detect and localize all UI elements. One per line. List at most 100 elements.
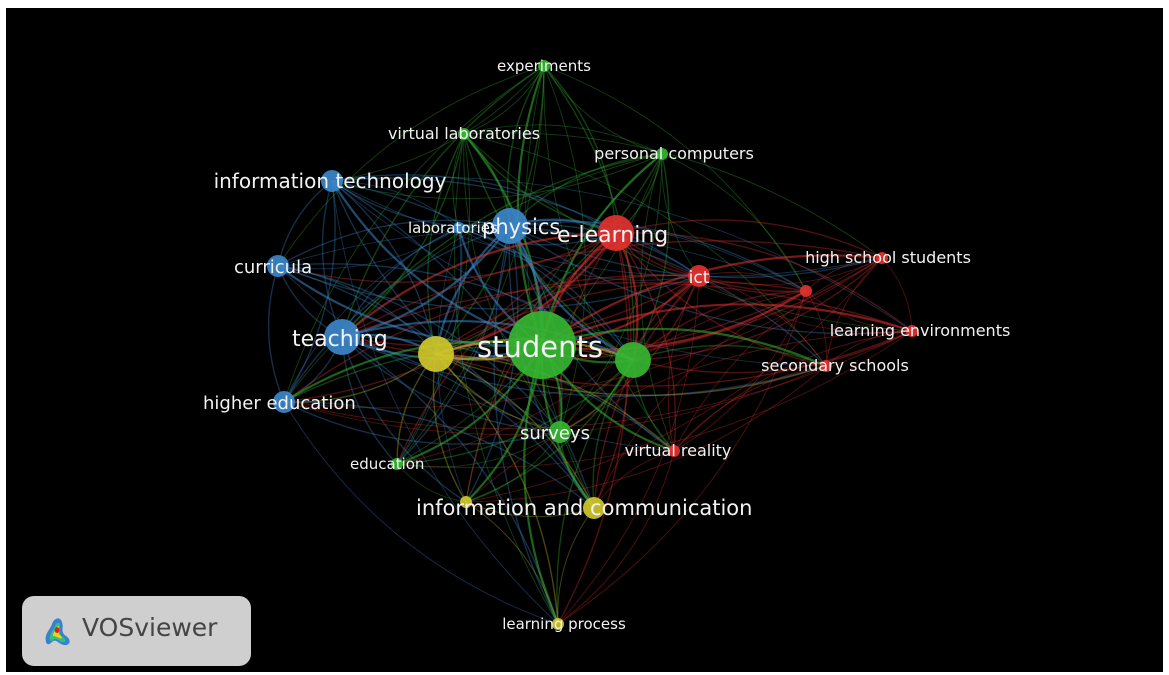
label-curricula: curricula — [234, 257, 312, 278]
node-red-unlabeled[interactable] — [800, 285, 812, 297]
network-edge — [465, 153, 663, 503]
network-edge — [331, 174, 617, 234]
network-edge — [341, 231, 617, 338]
network-edge — [557, 275, 700, 625]
network-edge — [541, 327, 827, 368]
network-edge — [557, 450, 675, 625]
network-edge — [331, 180, 511, 229]
network-edge — [396, 232, 617, 465]
node-yellow-left[interactable] — [460, 496, 472, 508]
network-edge — [267, 265, 285, 403]
node-education[interactable] — [391, 458, 403, 470]
network-edge — [277, 265, 543, 347]
network-edge — [673, 330, 913, 452]
node-laboratories[interactable] — [453, 222, 465, 234]
network-edge — [463, 133, 561, 433]
network-edge — [673, 257, 883, 452]
vosviewer-label: VOSviewer — [82, 613, 218, 642]
network-edge — [825, 330, 913, 367]
network-edge — [283, 340, 543, 403]
node-personal-computers[interactable] — [656, 148, 668, 160]
node-learning-environments[interactable] — [906, 325, 918, 337]
node-surveys[interactable] — [549, 421, 571, 443]
network-edge — [435, 153, 663, 355]
vosviewer-badge[interactable]: VOSviewer — [22, 596, 251, 666]
network-edge — [283, 65, 545, 403]
network-edge — [341, 281, 913, 338]
network-edge — [453, 133, 559, 625]
network-edge — [341, 336, 561, 433]
network-edge — [881, 257, 913, 332]
node-ict[interactable] — [688, 265, 710, 287]
network-edge — [283, 180, 336, 403]
network-edge — [805, 290, 827, 367]
network-edge — [341, 65, 545, 338]
node-experiments[interactable] — [538, 60, 550, 72]
node-information-and-communication[interactable] — [583, 497, 605, 519]
node-secondary-schools[interactable] — [820, 360, 832, 372]
network-edge — [557, 232, 629, 625]
node-higher-education[interactable] — [273, 391, 295, 413]
network-edge — [640, 153, 675, 452]
node-e-learning[interactable] — [598, 215, 634, 251]
node-curricula[interactable] — [267, 255, 289, 277]
node-information-technology[interactable] — [321, 170, 343, 192]
network-edges — [267, 65, 913, 625]
network-edge — [805, 290, 913, 332]
network-edge — [509, 153, 663, 227]
network-edge — [509, 221, 807, 292]
network-edge — [283, 401, 595, 509]
label-virtual-laboratories: virtual laboratories — [388, 124, 540, 143]
network-edge — [463, 124, 663, 155]
node-virtual-laboratories[interactable] — [458, 128, 470, 140]
network-edge — [593, 290, 807, 509]
network-edge — [493, 225, 559, 625]
network-edge — [331, 180, 437, 355]
network-edge — [632, 344, 827, 367]
network-edge — [396, 463, 467, 503]
network-edge — [283, 232, 617, 403]
network-edge — [435, 353, 827, 397]
network-edge — [331, 180, 559, 625]
label-higher-education: higher education — [203, 393, 356, 414]
network-edge — [283, 227, 460, 403]
node-yellow-unlabeled[interactable] — [418, 336, 454, 372]
network-edge — [396, 133, 471, 465]
network-edge — [673, 365, 827, 452]
network-edge — [524, 65, 595, 509]
label-information-and-communication: information and communication — [416, 496, 752, 520]
label-e-learning: e-learning — [557, 223, 668, 248]
node-students[interactable] — [508, 311, 576, 379]
network-edge — [435, 353, 595, 509]
network-edge — [283, 345, 634, 403]
network-edge — [283, 274, 700, 403]
network-edge — [543, 65, 807, 292]
node-high-school-students[interactable] — [876, 252, 888, 264]
network-edge — [341, 336, 595, 509]
network-edge — [283, 353, 437, 403]
network-edge — [673, 290, 807, 452]
network-edge — [557, 507, 595, 625]
node-teaching[interactable] — [324, 319, 360, 355]
network-edge — [277, 227, 460, 270]
network-edge — [341, 153, 663, 338]
network-edge — [541, 290, 807, 351]
node-green-unlabeled[interactable] — [615, 342, 651, 378]
network-edge — [277, 219, 511, 267]
network-edge — [396, 65, 545, 465]
network-edge — [277, 265, 675, 452]
network-edge — [277, 65, 545, 267]
network-edge — [615, 232, 827, 367]
node-learning-process[interactable] — [552, 618, 564, 630]
node-virtual-reality[interactable] — [668, 445, 680, 457]
node-physics[interactable] — [492, 208, 528, 244]
network-edge — [557, 290, 807, 625]
network-edge — [331, 180, 561, 433]
vosviewer-logo-icon — [45, 618, 70, 646]
network-edge — [277, 265, 437, 355]
network-edge — [432, 353, 467, 503]
network-edge — [465, 365, 827, 503]
